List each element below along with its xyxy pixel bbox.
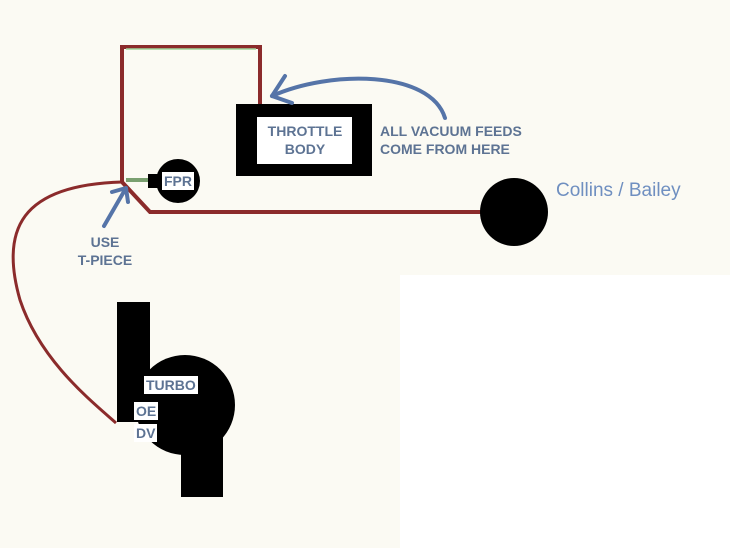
t-piece-line1: USE [90,234,120,250]
turbo-shape [117,302,235,497]
background-white-area [400,275,730,548]
throttle-body-label-bg [257,117,352,164]
hose-turbo-dv [11,180,123,425]
oe-label: OE [134,402,159,420]
t-piece-arrow-icon [102,186,130,228]
hose-collins-bailey [120,180,485,214]
t-piece-label: USE T-PIECE [70,233,140,269]
t-piece-line2: T-PIECE [77,252,133,268]
arrows [102,74,447,228]
throttle-label-line2: BODY [284,141,326,157]
fpr-label: FPR [162,172,194,190]
dv-label: DV [134,424,158,442]
fpr-connector [126,178,154,182]
vacuum-arrowhead-icon [270,74,294,105]
turbo-label: TURBO [144,376,198,394]
collins-bailey-label: Collins / Bailey [556,180,681,201]
hose-throttle-loop [120,45,262,182]
throttle-label-line1: THROTTLE [267,123,343,139]
vacuum-note-line1: ALL VACUUM FEEDS [380,123,522,139]
vacuum-arrow [270,76,447,120]
collins-bailey-circle [480,178,548,246]
vacuum-note: ALL VACUUM FEEDS COME FROM HERE [380,122,522,158]
vacuum-hoses [11,45,485,425]
vacuum-note-line2: COME FROM HERE [380,141,510,157]
throttle-body-label: THROTTLE BODY [259,122,351,158]
